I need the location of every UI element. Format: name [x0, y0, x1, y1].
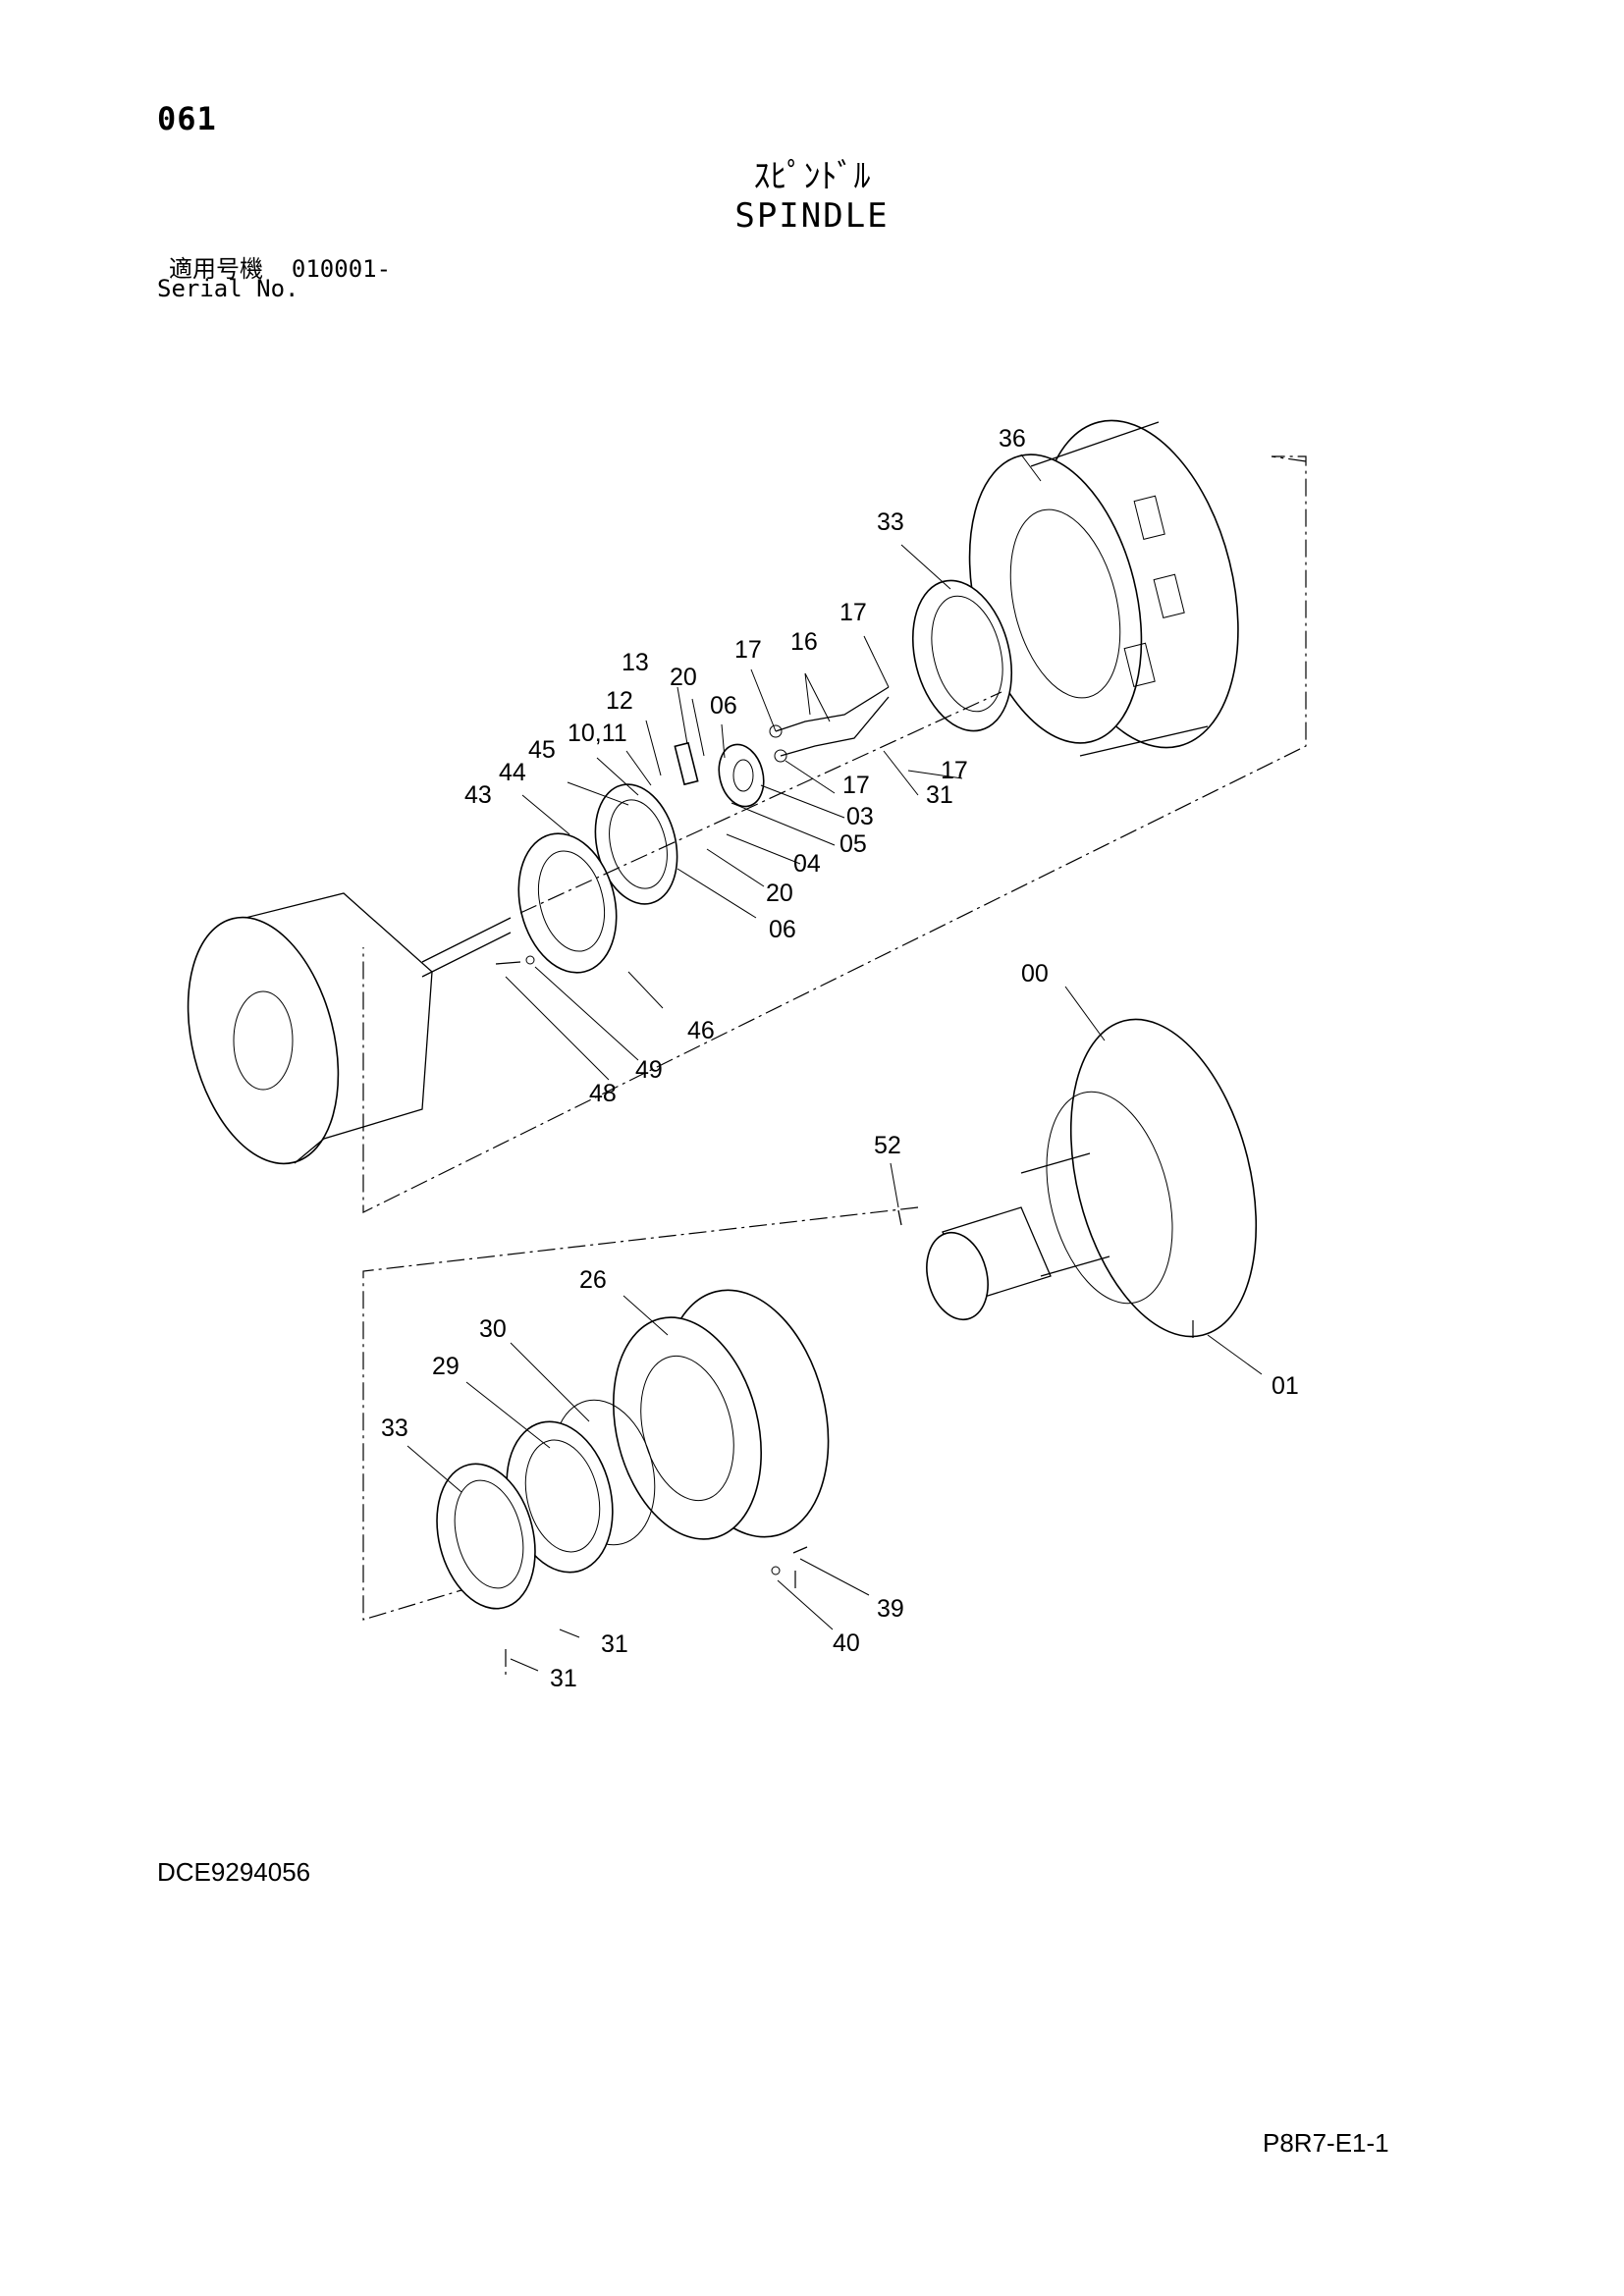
leader-lines — [406, 454, 1263, 1672]
block-part-03 — [718, 743, 765, 808]
serial-label-jp: 適用号機 — [169, 255, 263, 283]
callout-31: 31 — [550, 1665, 577, 1692]
callout-31: 31 — [926, 781, 953, 809]
callout-10-11: 10,11 — [568, 720, 627, 747]
bolt-part-48 — [495, 961, 521, 965]
callout-49: 49 — [635, 1056, 663, 1084]
callout-00: 00 — [1021, 960, 1049, 988]
serial-applicability: 適用号機 010001- — [169, 249, 391, 284]
page-code: P8R7-E1-1 — [1263, 2128, 1389, 2158]
callout-16: 16 — [790, 628, 818, 656]
washer-part-49 — [525, 955, 535, 965]
pin-part-52 — [897, 1209, 902, 1226]
callout-17: 17 — [941, 757, 968, 784]
callout-06: 06 — [710, 692, 737, 720]
callout-17: 17 — [839, 599, 867, 626]
callout-33: 33 — [877, 508, 904, 536]
callout-45: 45 — [528, 736, 556, 764]
callout-52: 52 — [874, 1132, 901, 1159]
serial-value: 010001- — [291, 255, 392, 283]
callout-labels: 36 33 17 16 17 13 20 06 12 10,11 45 44 4… — [381, 425, 1299, 1692]
callout-20: 20 — [670, 664, 697, 691]
callout-20: 20 — [766, 880, 793, 907]
document-code: DCE9294056 — [157, 1857, 311, 1887]
callout-04: 04 — [793, 850, 821, 878]
title-japanese: ｽﾋﾟﾝﾄﾞﾙ — [753, 157, 871, 196]
serial-label-en: Serial No. — [157, 275, 299, 302]
callout-01: 01 — [1272, 1372, 1299, 1400]
washer-part-40 — [771, 1566, 781, 1575]
callout-30: 30 — [479, 1315, 507, 1343]
page-title: SPINDLE — [734, 196, 890, 236]
hub-part-26 — [613, 1289, 830, 1540]
callout-03: 03 — [846, 803, 874, 830]
callout-40: 40 — [833, 1629, 860, 1657]
callout-31: 31 — [601, 1630, 628, 1658]
callout-26: 26 — [579, 1266, 607, 1294]
callout-46: 46 — [687, 1017, 715, 1044]
bolt-part-13 — [674, 741, 699, 786]
seal-part-44-45 — [594, 783, 678, 905]
callout-29: 29 — [432, 1353, 460, 1380]
alignment-line-lower — [362, 1206, 919, 1621]
callout-12: 12 — [606, 687, 633, 715]
alignment-line-upper — [362, 455, 1307, 1213]
travel-motor — [187, 892, 512, 1165]
callout-06: 06 — [769, 916, 796, 943]
bearing-part-33-lower — [436, 1463, 536, 1610]
callout-36: 36 — [999, 425, 1026, 453]
callout-17: 17 — [734, 636, 762, 664]
page-number: 061 — [157, 100, 217, 137]
bolt-part-39 — [792, 1546, 808, 1554]
axis-line-upper — [519, 691, 1002, 914]
callout-17: 17 — [842, 772, 870, 799]
callout-05: 05 — [839, 830, 867, 858]
callout-48: 48 — [589, 1080, 617, 1107]
callout-13: 13 — [622, 649, 649, 676]
pipe-part-16 — [769, 686, 890, 763]
callout-44: 44 — [499, 759, 526, 786]
callout-43: 43 — [464, 781, 492, 809]
callout-33: 33 — [381, 1415, 408, 1442]
alignment-stubs-lower — [505, 1571, 796, 1679]
spindle-part-00 — [926, 1018, 1258, 1338]
callout-39: 39 — [877, 1595, 904, 1623]
bearing-part-33-upper — [911, 579, 1013, 732]
seal-part-43 — [517, 832, 618, 974]
